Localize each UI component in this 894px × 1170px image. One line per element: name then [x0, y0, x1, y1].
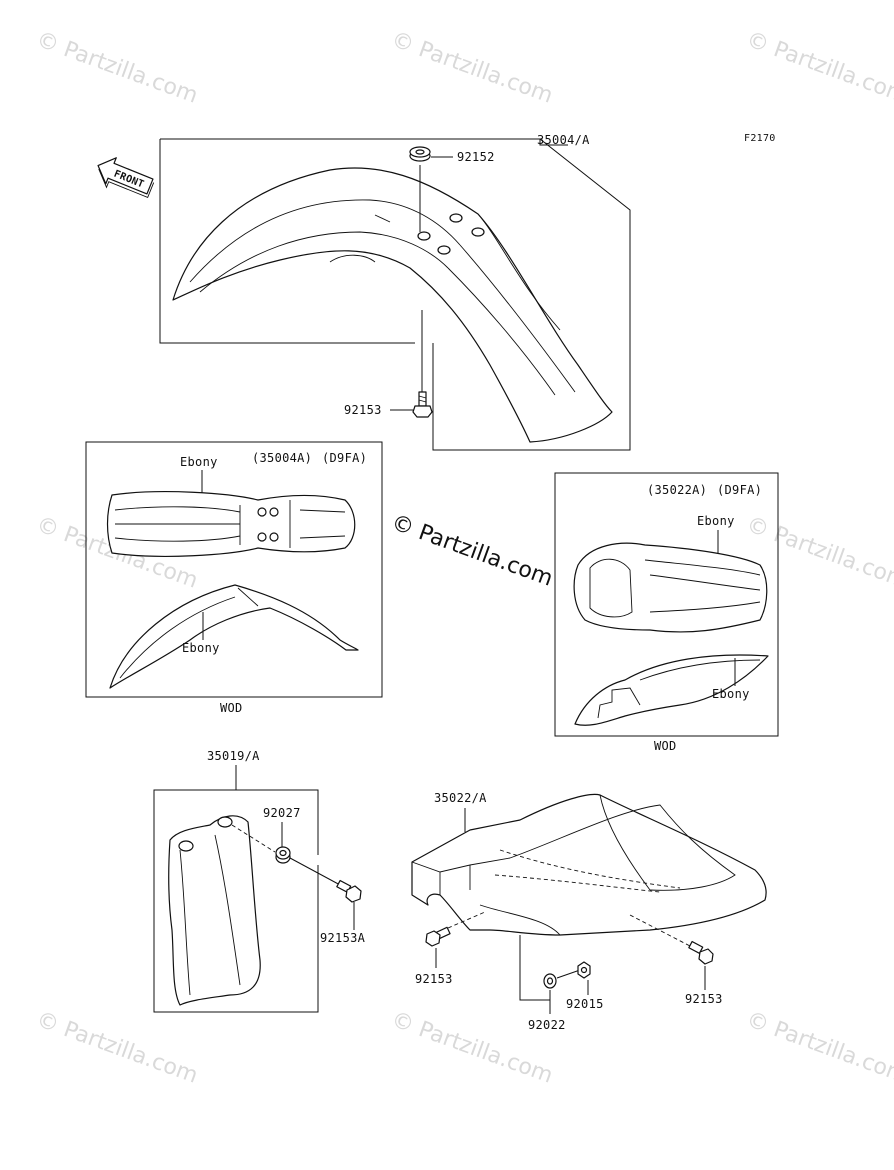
part-label-92153-front: 92153 [344, 403, 382, 417]
part-label-35022: 35022/A [434, 791, 487, 805]
part-label-92153-rear-left: 92153 [415, 972, 453, 986]
part-label-35019: 35019/A [207, 749, 260, 763]
watermark: © Partzilla.com [33, 1007, 201, 1089]
variant-color-code: (D9FA) [717, 483, 762, 497]
front-arrow-icon: FRONT [97, 157, 155, 199]
variant-part-code: (35004A) [252, 451, 312, 465]
part-label-92153A: 92153A [320, 931, 366, 945]
grommet-icon [409, 146, 431, 162]
color-label-top: Ebony [697, 514, 735, 528]
part-label-92027: 92027 [263, 806, 301, 820]
rear-fender-side-view [574, 654, 769, 726]
variant-part-code: (35022A) [647, 483, 707, 497]
variant-caption: WOD [220, 701, 243, 715]
rear-fender-group: 35022/A 92153 92153 92 [411, 791, 767, 1032]
front-fender-group: 35004/A 92152 92153 [159, 133, 631, 451]
part-label-35004: 35004/A [537, 133, 590, 147]
watermark-main: © Partzilla.com [388, 510, 556, 592]
watermark: © Partzilla.com [743, 27, 894, 109]
variant-caption: WOD [654, 739, 677, 753]
part-label-92022: 92022 [528, 1018, 566, 1032]
part-label-92015: 92015 [566, 997, 604, 1011]
front-fender-outline-box [160, 138, 631, 451]
fork-guard-group: 35019/A 92027 92153A [153, 749, 366, 1013]
nut-icon [577, 961, 591, 979]
watermark: © Partzilla.com [388, 27, 556, 109]
front-variant-panel: (35004A) (D9FA) Ebony Ebony WOD [85, 441, 383, 715]
bolt-icon [688, 940, 714, 965]
figure-code: F2170 [744, 133, 776, 144]
color-label-top: Ebony [180, 455, 218, 469]
bolt-icon [336, 879, 362, 903]
variant-color-code: (D9FA) [322, 451, 367, 465]
color-label-side: Ebony [182, 641, 220, 655]
watermark: © Partzilla.com [33, 27, 201, 109]
collar-icon [275, 846, 291, 864]
rear-variant-panel: (35022A) (D9FA) Ebony Ebony WOD [554, 472, 779, 753]
washer-icon [543, 973, 557, 989]
rear-fender-top-view [573, 542, 768, 633]
part-label-92153-rear-right: 92153 [685, 992, 723, 1006]
watermark: © Partzilla.com [743, 1007, 894, 1089]
bolt-icon [412, 391, 433, 418]
bolt-icon [425, 926, 451, 947]
front-fender-side-view [109, 584, 359, 689]
part-label-92152: 92152 [457, 150, 495, 164]
color-label-side: Ebony [712, 687, 750, 701]
front-fender [172, 167, 613, 443]
